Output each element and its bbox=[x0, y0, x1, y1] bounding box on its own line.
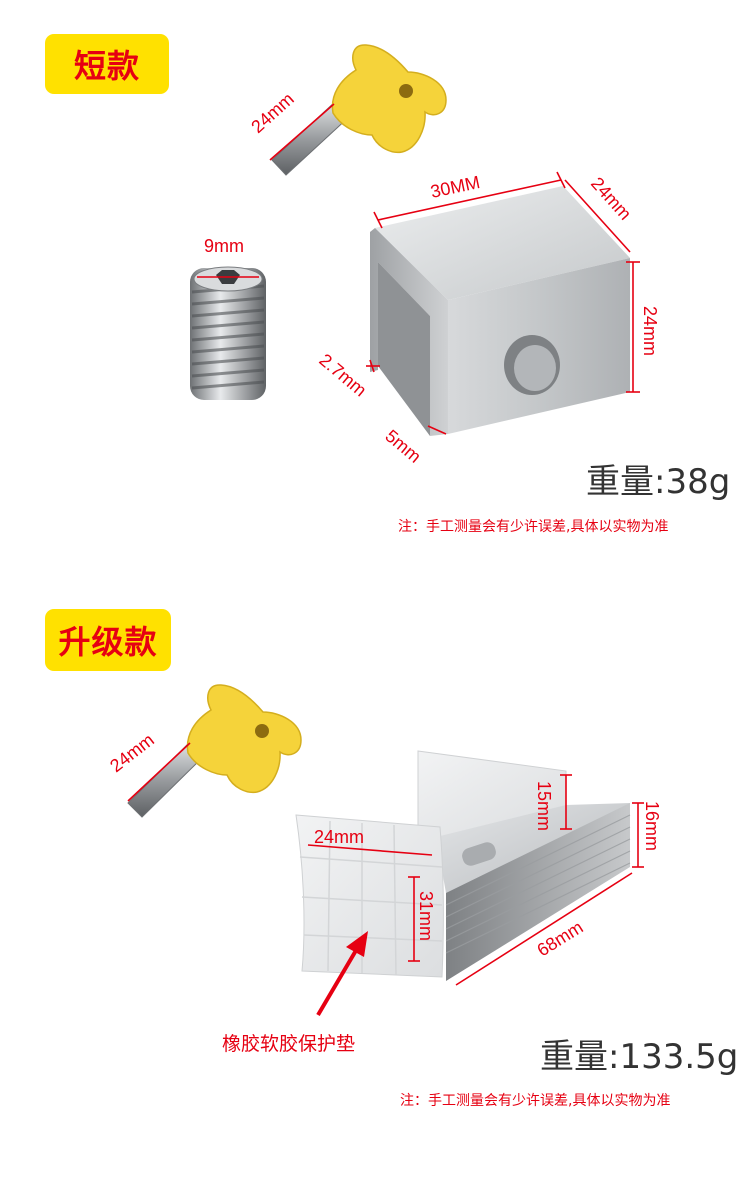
back-height-label: 15mm bbox=[534, 781, 554, 831]
upgraded-model-dimension-lines bbox=[127, 742, 644, 986]
wall-thickness-label: 2.7mm bbox=[315, 350, 370, 401]
upgraded-bracket-icon bbox=[436, 803, 631, 981]
key-length-label: 24mm bbox=[106, 730, 158, 777]
length-label: 68mm bbox=[534, 917, 587, 960]
pad-width-label: 24mm bbox=[314, 827, 364, 847]
screw-size-label: 9mm bbox=[204, 236, 244, 256]
short-model-illustration: 24mm 9mm 30MM 24mm 24mm 2.7mm 5mm bbox=[190, 44, 660, 467]
pad-pointer-arrow-icon bbox=[316, 931, 368, 1017]
hex-key-icon bbox=[127, 684, 302, 818]
depth-label: 24mm bbox=[587, 173, 635, 224]
lip-label: 5mm bbox=[381, 426, 424, 467]
upgraded-model-note: 注：手工测量会有少许误差,具体以实物为准 bbox=[400, 1093, 671, 1109]
upgraded-model-badge: 升级款 bbox=[45, 609, 171, 671]
short-model-panel: 短款 bbox=[0, 0, 750, 575]
short-model-weight: 重量:38g bbox=[586, 462, 731, 502]
upgraded-model-weight: 重量:133.5g bbox=[540, 1037, 739, 1077]
side-height-label: 16mm bbox=[642, 801, 662, 851]
short-bracket-icon bbox=[370, 186, 630, 436]
short-model-badge: 短款 bbox=[45, 34, 169, 94]
hex-key-icon bbox=[271, 44, 447, 176]
height-label: 24mm bbox=[640, 306, 660, 356]
pad-height-label: 31mm bbox=[416, 891, 436, 941]
set-screw-icon bbox=[190, 266, 266, 400]
rubber-pad-label: 橡胶软胶保护垫 bbox=[222, 1033, 355, 1055]
upgraded-model-panel: 升级款 bbox=[0, 575, 750, 1193]
key-length-label: 24mm bbox=[247, 89, 298, 137]
short-model-note: 注：手工测量会有少许误差,具体以实物为准 bbox=[398, 519, 669, 535]
width-label: 30MM bbox=[429, 172, 482, 202]
upgraded-model-illustration: 24mm 24mm 31mm 15mm 16mm 68mm 橡胶软胶保护垫 bbox=[106, 684, 662, 1055]
short-model-dimension-lines bbox=[197, 103, 640, 435]
